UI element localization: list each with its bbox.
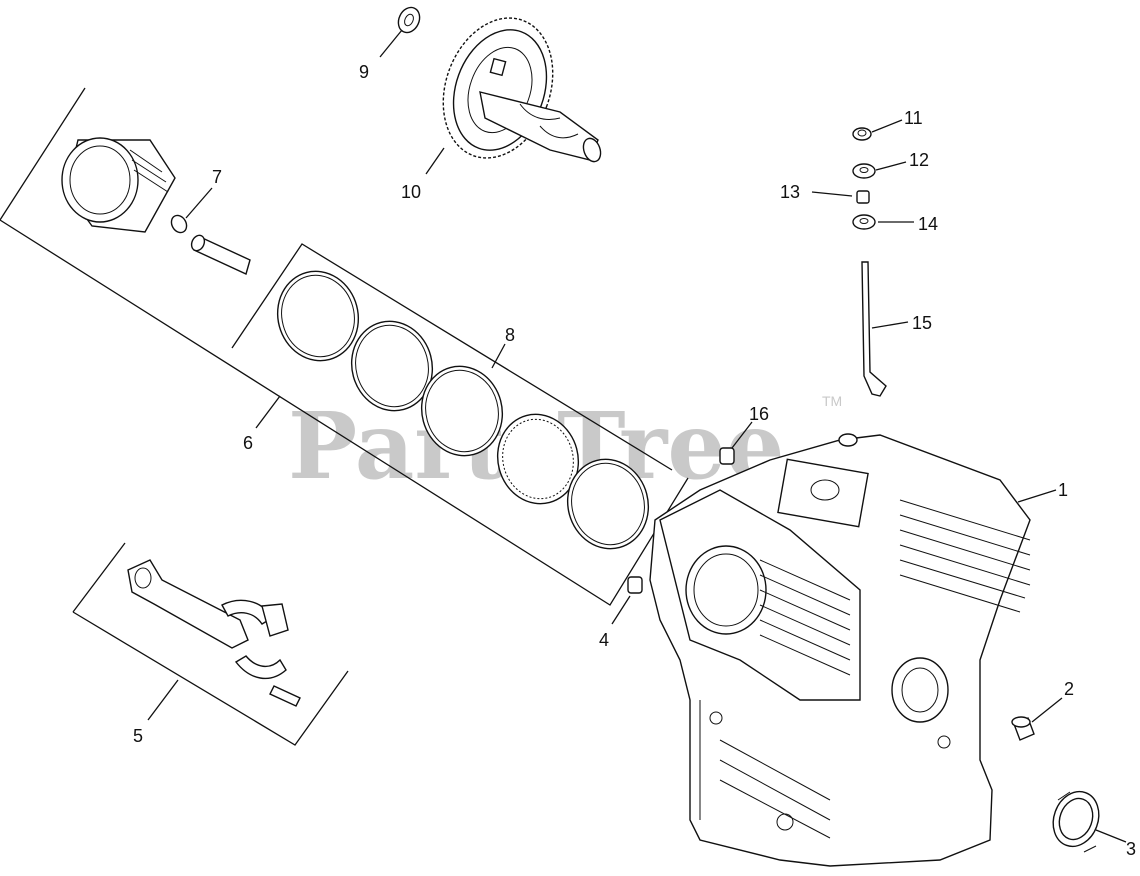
rod-group-outline: [72, 542, 349, 746]
callout-1[interactable]: 1: [1058, 480, 1068, 500]
part-piston[interactable]: [61, 137, 176, 233]
leader-lines: [147, 29, 1127, 843]
part-1-crankcase[interactable]: [649, 433, 1031, 867]
watermark-trademark: TM: [822, 393, 842, 409]
part-9-washer[interactable]: [394, 4, 423, 36]
callout-12[interactable]: 12: [909, 150, 929, 170]
part-7-circlip[interactable]: [168, 213, 189, 236]
callout-10[interactable]: 10: [401, 182, 421, 202]
part-15-rod[interactable]: [861, 261, 887, 397]
callout-4[interactable]: 4: [599, 630, 609, 650]
part-5-connecting-rod[interactable]: [127, 559, 301, 707]
callout-3[interactable]: 3: [1126, 839, 1136, 859]
callout-11[interactable]: 11: [904, 108, 923, 128]
part-14-washer[interactable]: [852, 214, 876, 230]
part-4-dowel[interactable]: [627, 576, 643, 594]
part-11-nut[interactable]: [852, 127, 872, 141]
part-3-oil-seal[interactable]: [1046, 785, 1106, 853]
callout-6[interactable]: 6: [243, 433, 253, 453]
part-2-plug[interactable]: [1011, 716, 1035, 741]
callout-7[interactable]: 7: [212, 167, 222, 187]
part-8-rings[interactable]: [268, 262, 659, 558]
callout-13[interactable]: 13: [780, 182, 800, 202]
callout-9[interactable]: 9: [359, 62, 369, 82]
callout-14[interactable]: 14: [918, 214, 938, 234]
rings-group-outline: [231, 243, 673, 471]
part-wrist-pin[interactable]: [189, 233, 251, 275]
part-13-spacer[interactable]: [856, 190, 870, 204]
callout-8[interactable]: 8: [505, 325, 515, 345]
part-16-dowel[interactable]: [719, 447, 735, 465]
callout-5[interactable]: 5: [133, 726, 143, 746]
callout-16[interactable]: 16: [749, 404, 769, 424]
callout-15[interactable]: 15: [912, 313, 932, 333]
part-10-camshaft[interactable]: [425, 3, 604, 174]
callout-labels: 1 2 3 4 5 6 7 8 9 10 11 12 13 14 15 16: [133, 62, 1136, 859]
callout-2[interactable]: 2: [1064, 679, 1074, 699]
part-12-washer[interactable]: [852, 163, 876, 179]
